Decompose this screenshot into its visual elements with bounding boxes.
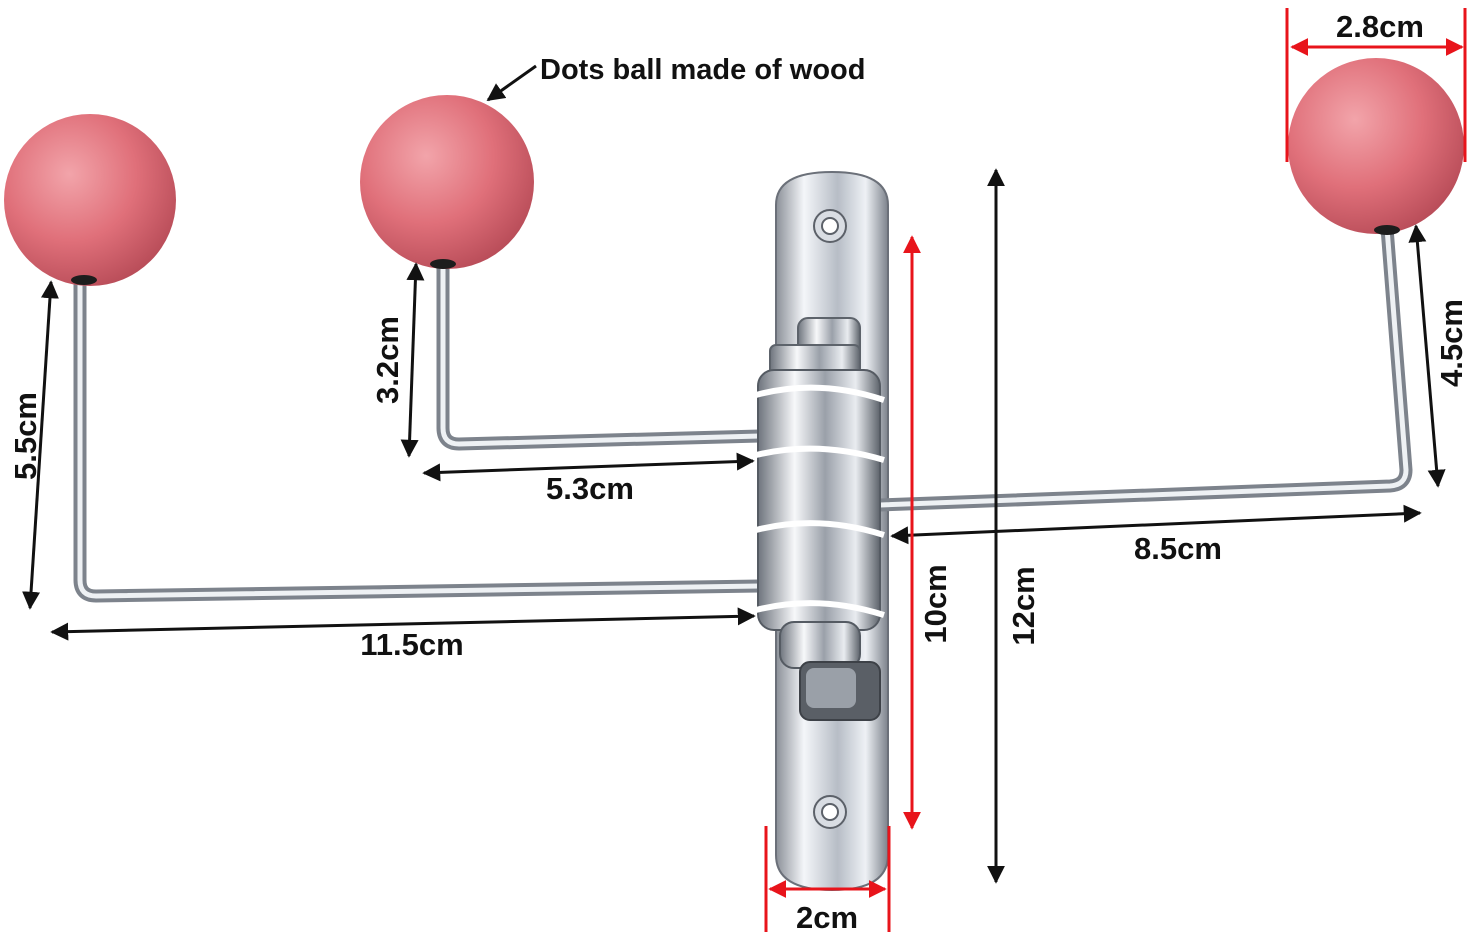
wooden-balls [4,58,1464,286]
hook-arms [73,221,1413,603]
left-ball [4,114,176,286]
right-ball [1288,58,1464,234]
middle-arm-length-dimension [422,452,755,482]
middle-ball [360,95,534,269]
left-hook-height-label: 5.5cm [8,392,43,480]
top-screw-hole [813,209,847,243]
dimension-lines [22,8,1467,932]
plate-height-label: 12cm [1006,566,1041,645]
middle-arm-length-label: 5.3cm [546,471,634,506]
plate-width-label: 2cm [796,900,858,935]
right-hook-height-label: 4.5cm [1434,299,1469,387]
middle-hook-arm [436,255,767,451]
middle-hook-height-label: 3.2cm [370,316,405,404]
bottom-screw-hole [813,795,847,829]
left-arm-length-dimension [50,607,756,641]
right-arm-length-dimension [890,504,1422,545]
hole-spacing-label: 10cm [918,564,953,643]
middle-hook-height-dimension [400,262,425,458]
right-arm-length-label: 8.5cm [1134,531,1222,566]
swivel-pivot [755,317,885,721]
callout-leader [486,64,537,102]
left-arm-length-label: 11.5cm [360,627,463,662]
callout-text: Dots ball made of wood [540,54,865,86]
right-hook-arm [873,221,1413,512]
dimension-labels: Dots ball made of wood 2.8cm 5.5cm 11.5c… [8,9,1469,935]
ball-diameter-label: 2.8cm [1336,9,1424,44]
left-hook-height-dimension [22,280,59,610]
right-hook-height-dimension [1408,224,1446,488]
